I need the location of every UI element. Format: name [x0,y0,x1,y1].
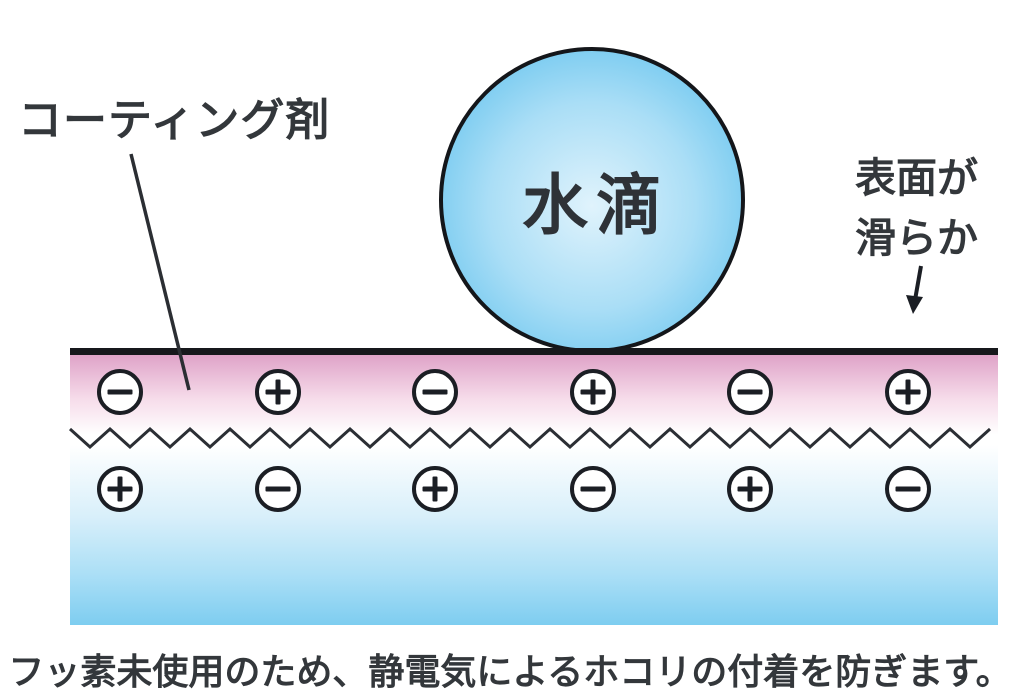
charge-plus-icon [97,466,143,512]
surface-line [70,348,998,355]
down-arrow-icon [906,265,923,314]
smooth-surface-label: 表面が 滑らか [855,148,978,268]
charge-minus-icon [885,466,931,512]
water-droplet-label: 水滴 [522,168,670,242]
charge-minus-icon [727,369,774,415]
charge-plus-icon [569,369,616,415]
charge-minus-icon [254,466,301,512]
charge-minus-icon [569,466,616,512]
charge-plus-icon [254,369,301,415]
coating-agent-label: コーティング剤 [18,96,331,145]
base-layer [70,445,998,625]
caption-text: フッ素未使用のため、静電気によるホコリの付着を防ぎます。 [8,651,1012,692]
charge-minus-icon [97,369,143,415]
charge-plus-icon [727,466,774,512]
smooth-surface-label-line2: 滑らか [855,215,978,261]
water-droplet: 水滴 [439,47,745,353]
charge-plus-icon [412,466,459,512]
charge-plus-icon [885,369,931,415]
coating-layer [70,355,998,435]
smooth-surface-label-line1: 表面が [855,155,978,201]
charge-minus-icon [412,369,459,415]
